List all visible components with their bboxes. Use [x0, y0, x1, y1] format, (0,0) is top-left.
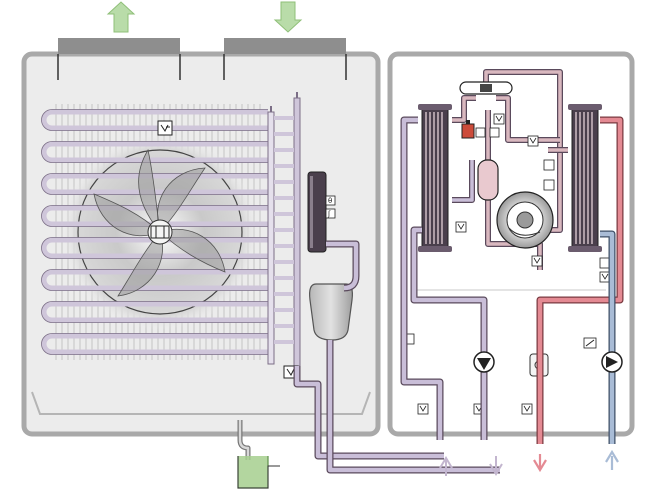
svg-text:θ: θ: [328, 197, 332, 205]
hot-water-out-arrow-icon: [533, 454, 547, 473]
air-in-arrow-icon: [273, 1, 303, 33]
outdoor-unit: θ ʃ: [21, 1, 381, 437]
temperature-sensor-icon: [157, 120, 173, 136]
pump-icon: [473, 351, 495, 373]
cold-water-in-arrow-icon: [605, 449, 619, 470]
connecting-pipes: [237, 116, 624, 474]
fan-icon: [93, 148, 226, 297]
temperature-sensor-icon: [527, 135, 539, 147]
indoor-unit: [387, 51, 635, 437]
brine-out-arrow-icon: [489, 456, 503, 476]
temperature-sensor-icon: [521, 403, 533, 415]
condensate-drain: [237, 456, 280, 489]
temperature-sensor-icon: [417, 403, 429, 415]
expansion-valve: [461, 123, 475, 139]
svg-text:ʃ: ʃ: [327, 210, 331, 218]
evaporator-coil: [41, 109, 268, 355]
brine-in-arrow-icon: [439, 456, 453, 476]
refrigerant-dryer: [477, 159, 499, 201]
plate-heat-exchanger: [418, 104, 452, 252]
temperature-sensor-icon: [455, 221, 467, 233]
coil-header-right: [293, 97, 301, 367]
fan-hub: [147, 219, 173, 245]
air-outlet-vent: [58, 38, 180, 54]
outdoor-drip-tray: [31, 391, 371, 415]
temperature-sensor-icon: [531, 255, 543, 267]
plate-heat-exchanger: [568, 104, 602, 252]
temperature-sensor-icon: [543, 179, 555, 191]
pump-icon: [601, 351, 623, 373]
air-inlet-vent: [224, 38, 346, 54]
air-out-arrow-icon: [106, 1, 136, 33]
compressor-icon: [496, 191, 554, 249]
coil-header-left: [267, 111, 275, 365]
refrigerant-collector: [309, 283, 353, 341]
temperature-sensor-icon: [543, 159, 555, 171]
temperature-sensor-icon: [493, 113, 505, 125]
